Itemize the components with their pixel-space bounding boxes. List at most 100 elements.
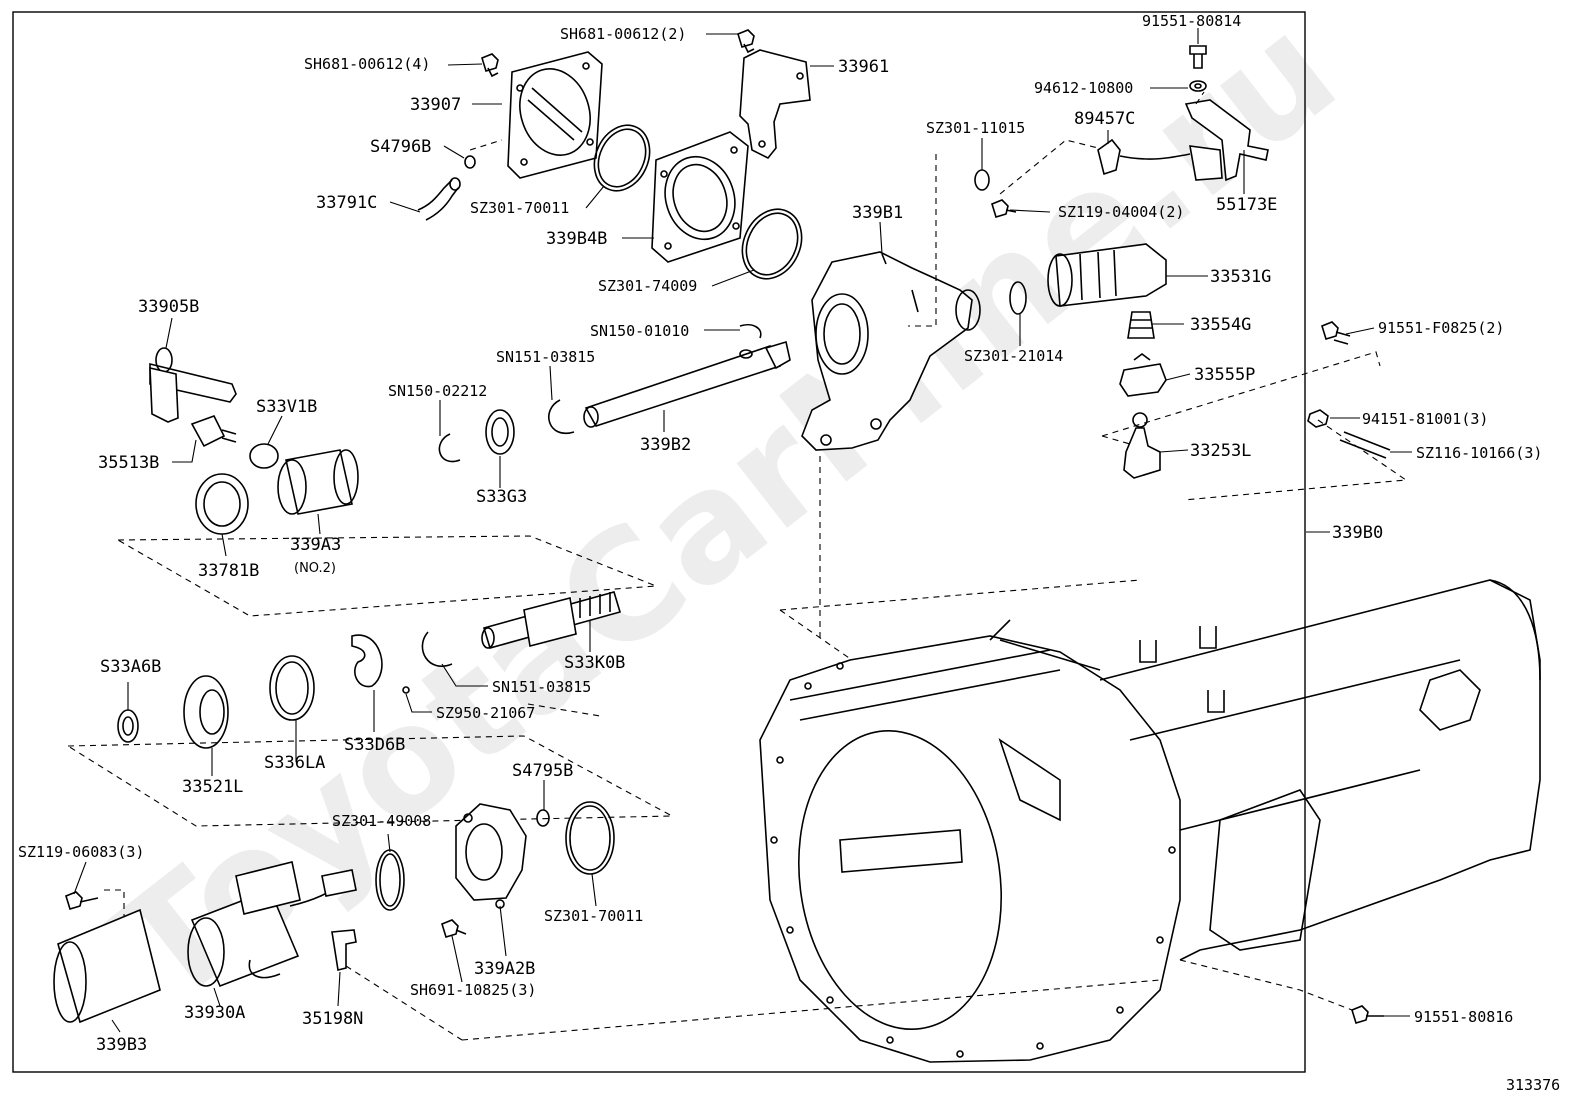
label-33930a: 33930A <box>184 1003 245 1023</box>
o-ring-sz301-11015 <box>974 169 990 191</box>
bolt-91551-f0825 <box>1321 321 1351 345</box>
plug-s4796b <box>464 155 476 169</box>
bolt-sz119-04004 <box>991 199 1017 218</box>
label-sz950-21067: SZ950-21067 <box>436 704 535 722</box>
label-33521l: 33521L <box>182 777 243 797</box>
snap-ring-sn151-03815-a <box>548 399 575 435</box>
label-33253l: 33253L <box>1190 441 1251 461</box>
label-33791c: 33791C <box>316 193 377 213</box>
bracket-33961 <box>739 49 811 160</box>
label-sz301-49008: SZ301-49008 <box>332 812 431 830</box>
diagram-frame <box>12 11 1306 1073</box>
sensor-89457c <box>1097 138 1223 181</box>
label-89457c: 89457C <box>1074 109 1135 129</box>
label-s336la: S336LA <box>264 753 325 773</box>
label-339b0: 339B0 <box>1332 523 1383 543</box>
washer-s33d6b <box>351 634 383 688</box>
footer-reference-number: 313376 <box>1506 1076 1560 1094</box>
leader-lines <box>73 28 1412 1033</box>
label-sh691-10825: SH691-10825(3) <box>410 981 536 999</box>
sleeve-339a3 <box>277 449 359 515</box>
label-33907: 33907 <box>410 95 461 115</box>
snap-ring-sn151-03815-b <box>421 631 453 667</box>
label-sn150-01010: SN150-01010 <box>590 322 689 340</box>
label-94151-81001: 94151-81001(3) <box>1362 410 1488 428</box>
ring-s33v1b <box>249 443 279 469</box>
gasket-s336la <box>269 655 315 721</box>
label-sz301-74009: SZ301-74009 <box>598 277 697 295</box>
bolt-sh681-00612-2 <box>737 29 755 54</box>
label-s33k0b: S33K0B <box>564 653 625 673</box>
label-sh681-00612-4: SH681-00612(4) <box>304 55 430 73</box>
label-sz301-70011-lower: SZ301-70011 <box>544 907 643 925</box>
label-sz301-21014: SZ301-21014 <box>964 347 1063 365</box>
label-sn150-02212: SN150-02212 <box>388 382 487 400</box>
label-s33v1b: S33V1B <box>256 397 317 417</box>
label-35513b: 35513B <box>98 453 159 473</box>
bearing-33521l <box>183 675 229 749</box>
label-sz301-11015: SZ301-11015 <box>926 119 1025 137</box>
snap-ring-sn150-01010 <box>739 323 762 339</box>
label-33905b: 33905B <box>138 297 199 317</box>
label-sh681-00612-2: SH681-00612(2) <box>560 25 686 43</box>
actuator-33531g <box>1047 243 1167 307</box>
label-339b1: 339B1 <box>852 203 903 223</box>
clip-35198n <box>331 929 357 971</box>
label-35198n: 35198N <box>302 1009 363 1029</box>
label-33554g: 33554G <box>1190 315 1251 335</box>
label-sz119-04004: SZ119-04004(2) <box>1058 203 1184 221</box>
o-ring-sz301-74009 <box>741 208 803 280</box>
label-339b2: 339B2 <box>640 435 691 455</box>
bolt-91551-80816 <box>1351 1005 1384 1024</box>
label-sz119-06083: SZ119-06083(3) <box>18 843 144 861</box>
group-outline-a <box>115 535 657 617</box>
label-33961: 33961 <box>838 57 889 77</box>
seal-s33a6b <box>117 709 139 743</box>
label-s33d6b: S33D6B <box>344 735 405 755</box>
bushing-33781b <box>195 473 249 535</box>
label-94612-10800: 94612-10800 <box>1034 79 1133 97</box>
label-91551-f0825: 91551-F0825(2) <box>1378 319 1504 337</box>
part-labels: SH681-00612(4) SH681-00612(2) 33961 9155… <box>18 12 1560 1094</box>
lever-33253l <box>1123 412 1161 479</box>
label-sn151-03815-lower: SN151-03815 <box>492 678 591 696</box>
cover-339b3 <box>53 908 161 1024</box>
label-33555p: 33555P <box>1194 365 1255 385</box>
label-sz301-70011-upper: SZ301-70011 <box>470 199 569 217</box>
label-339a2b: 339A2B <box>474 959 535 979</box>
label-91551-80816: 91551-80816 <box>1414 1008 1513 1026</box>
label-no2: (NO.2) <box>294 561 336 576</box>
label-339b3: 339B3 <box>96 1035 147 1055</box>
label-339a3: 339A3 <box>290 535 341 555</box>
cam-33555p <box>1119 353 1167 397</box>
shaft-s33k0b <box>481 591 622 649</box>
plug-s4795b <box>536 809 550 827</box>
extension-housing-339b1 <box>801 251 981 451</box>
label-55173e: 55173E <box>1216 195 1277 215</box>
label-s4796b: S4796B <box>370 137 431 157</box>
dashed-connectors <box>104 91 1408 1041</box>
pin-35513b <box>190 415 237 448</box>
bracket-55173e <box>1184 99 1269 182</box>
label-339b4b: 339B4B <box>546 229 607 249</box>
pin-sz950-21067 <box>402 686 410 694</box>
motor-33930a <box>187 861 357 988</box>
label-33781b: 33781B <box>198 561 259 581</box>
stud-sz116-10166 <box>1339 431 1391 459</box>
shaft-339b2 <box>583 340 791 428</box>
o-ring-sz301-70011-upper <box>593 124 651 192</box>
label-91551-80814: 91551-80814 <box>1142 12 1241 30</box>
cover-33907 <box>507 51 603 179</box>
label-sn151-03815-upper: SN151-03815 <box>496 348 595 366</box>
cover-339a2b <box>455 803 527 909</box>
bolt-sh681-00612-4 <box>481 53 499 78</box>
breather-33791c <box>417 177 461 221</box>
shift-shaft-33905b <box>149 347 237 423</box>
washer-94612-10800 <box>1189 80 1207 92</box>
o-ring-sz301-21014 <box>1009 281 1027 315</box>
plate-339b4b <box>651 131 749 263</box>
snap-ring-sn150-02212 <box>438 433 461 463</box>
nut-94151-81001 <box>1307 409 1329 428</box>
bolt-sh691-10825 <box>441 919 467 938</box>
